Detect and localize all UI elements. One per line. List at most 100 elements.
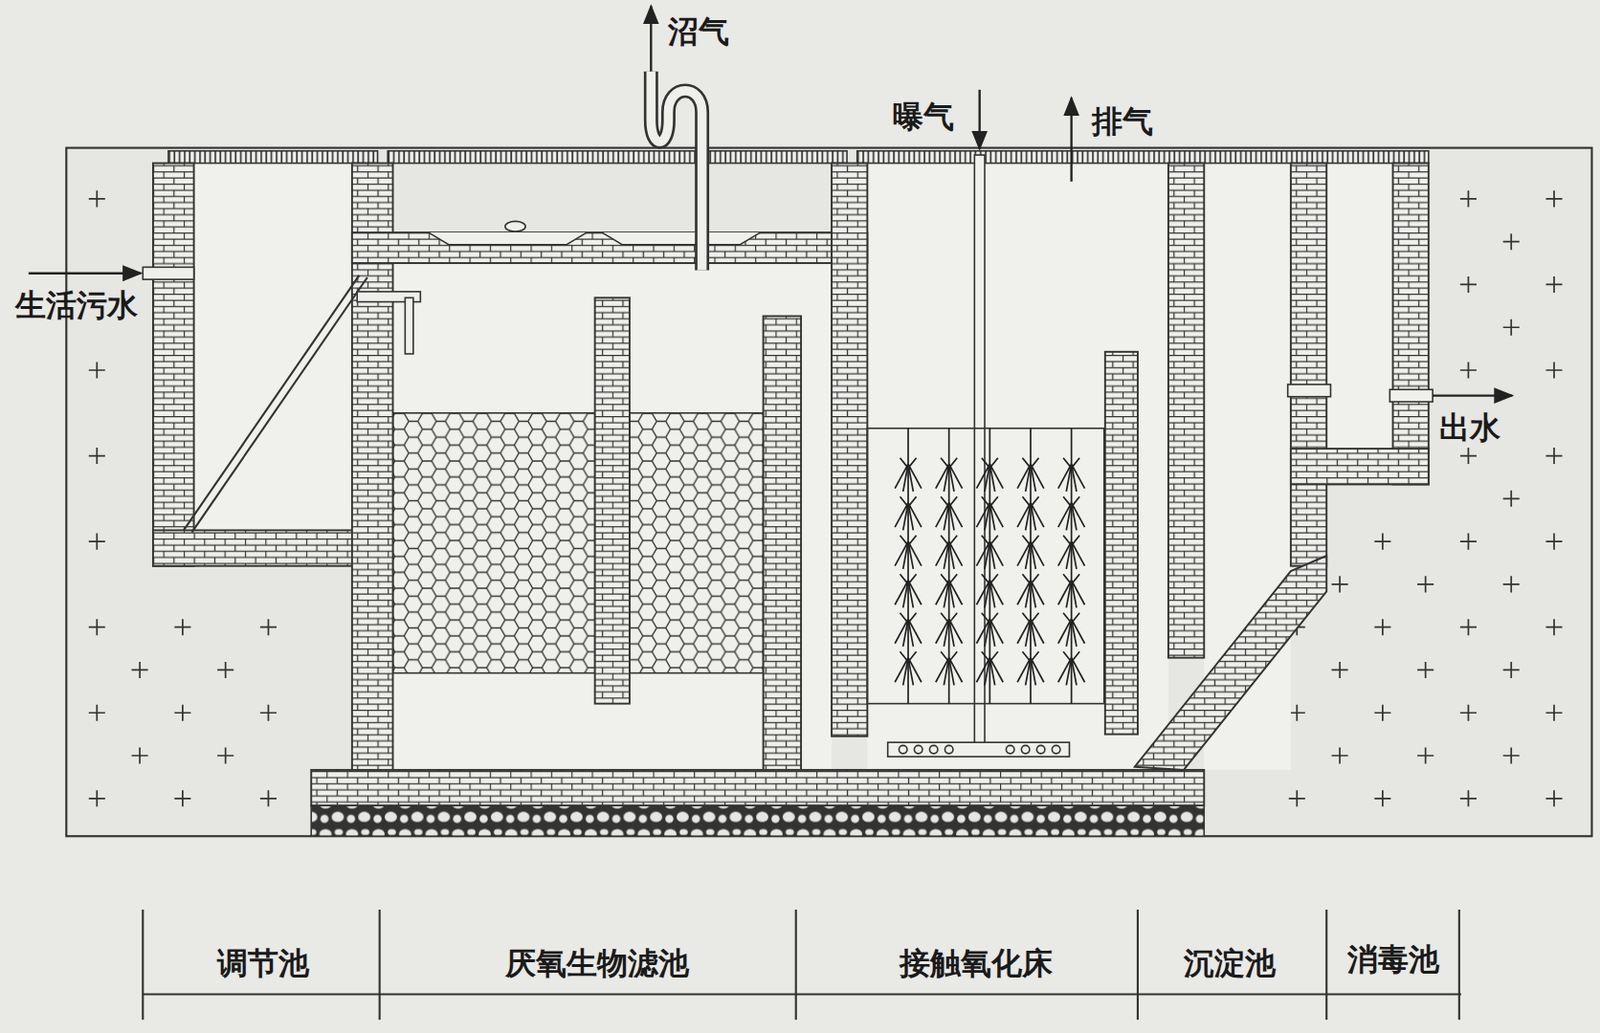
aeration-system: [866, 428, 1104, 705]
soil-mark: [1417, 662, 1434, 679]
pipes: [404, 297, 414, 355]
brush-tuft: [935, 651, 963, 686]
soil-mark: [1503, 576, 1520, 593]
diffuser-hole: [944, 745, 954, 755]
soil-mark: [1503, 747, 1520, 764]
brick-walls: [352, 232, 867, 264]
brush-tuft: [935, 613, 963, 647]
brick-walls: [1393, 163, 1429, 486]
flow-arrows: [28, 5, 1512, 396]
screen: [183, 275, 359, 532]
diffuser-hole: [929, 745, 938, 755]
brush-tuft: [1017, 496, 1045, 531]
soil-mark: [132, 747, 149, 764]
roof-fittings: [428, 232, 587, 245]
biogas-pipe: [650, 71, 702, 271]
brush-tuft: [1017, 613, 1045, 647]
flow-arrows: [28, 272, 141, 275]
soil-mark: [1374, 533, 1391, 551]
brick-walls: [153, 163, 195, 567]
roof-fittings: [601, 232, 760, 245]
biogas-pipe: [650, 71, 702, 271]
diffuser-hole: [1051, 745, 1061, 755]
soil-mark: [1460, 533, 1477, 551]
process-label: 沼气: [667, 16, 730, 50]
section-ruler: [1325, 910, 1328, 1021]
soil-mark: [1545, 790, 1562, 807]
brush-tuft: [976, 458, 1003, 492]
brick-walls: [1105, 352, 1138, 735]
soil-mark: [1503, 319, 1520, 336]
soil-mark: [1417, 747, 1434, 764]
section-name: 厌氧生物滤池: [505, 947, 689, 981]
brick-walls: [763, 316, 801, 771]
aeration-system: [888, 742, 1070, 757]
brush-tuft: [976, 496, 1003, 531]
brush-tuft: [1017, 651, 1045, 686]
section-ruler: [795, 910, 798, 1021]
soil-mark: [88, 190, 106, 207]
brush-tuft: [894, 651, 922, 686]
diffuser-hole: [913, 745, 923, 755]
soil-mark: [1288, 705, 1306, 722]
section-ruler: [1458, 910, 1461, 1021]
soil-mark: [1288, 790, 1306, 807]
brush-tuft: [894, 535, 922, 570]
flow-arrows: [649, 5, 652, 71]
brick-walls: [1168, 163, 1204, 659]
brush-tuft: [976, 613, 1003, 647]
soil-mark: [88, 533, 106, 551]
flow-arrows: [1432, 394, 1512, 397]
soil-mark: [1545, 361, 1562, 378]
soil-mark: [1460, 619, 1477, 636]
soil-mark: [1374, 705, 1391, 722]
soil-mark: [1545, 533, 1562, 551]
brick-walls: [595, 297, 630, 704]
brick-walls: [153, 530, 373, 566]
section-ruler: [142, 910, 1462, 1021]
brush-tuft: [1058, 535, 1086, 570]
soil-mark: [1332, 662, 1349, 679]
roof-fittings: [428, 221, 761, 245]
pool-interiors: [866, 163, 1169, 771]
soil-mark: [1460, 447, 1477, 465]
brick-walls: [311, 770, 1204, 806]
brush-tuft: [1058, 613, 1086, 647]
soil-mark: [1545, 447, 1562, 465]
cover-slabs: [857, 151, 1429, 164]
roof-fittings: [505, 221, 526, 232]
soil-mark: [132, 662, 149, 679]
diffuser-hole: [1021, 745, 1030, 755]
brush-tuft: [1058, 458, 1086, 492]
brush-tuft: [976, 574, 1003, 608]
filter-media: [393, 413, 764, 674]
soil-mark: [1545, 705, 1562, 722]
screen: [191, 277, 367, 534]
brush-tuft: [976, 535, 1003, 570]
brush-tuft: [894, 458, 922, 492]
brick-walls: [1290, 163, 1327, 567]
brush-media: [894, 428, 1085, 705]
brush-tuft: [1017, 574, 1045, 608]
brush-tuft: [1058, 574, 1086, 608]
brush-tuft: [1058, 651, 1086, 686]
brush-tuft: [894, 613, 922, 647]
brick-walls: [831, 163, 867, 737]
ground: [66, 148, 1592, 838]
soil-mark: [1545, 619, 1562, 636]
pool-interiors: [393, 263, 833, 771]
brick-walls: [1290, 448, 1429, 485]
soil-mark: [260, 790, 277, 807]
pool-interiors: [1326, 163, 1393, 450]
pipes: [1389, 389, 1433, 402]
soil-mark: [88, 361, 106, 378]
brush-tuft: [1017, 535, 1045, 570]
aeration-system: [974, 155, 985, 747]
brush-tuft: [1058, 496, 1086, 531]
process-label: 排气: [1091, 105, 1154, 139]
soil-mark: [1503, 490, 1520, 508]
pipes: [142, 266, 1433, 402]
section-ruler: [142, 993, 1462, 996]
